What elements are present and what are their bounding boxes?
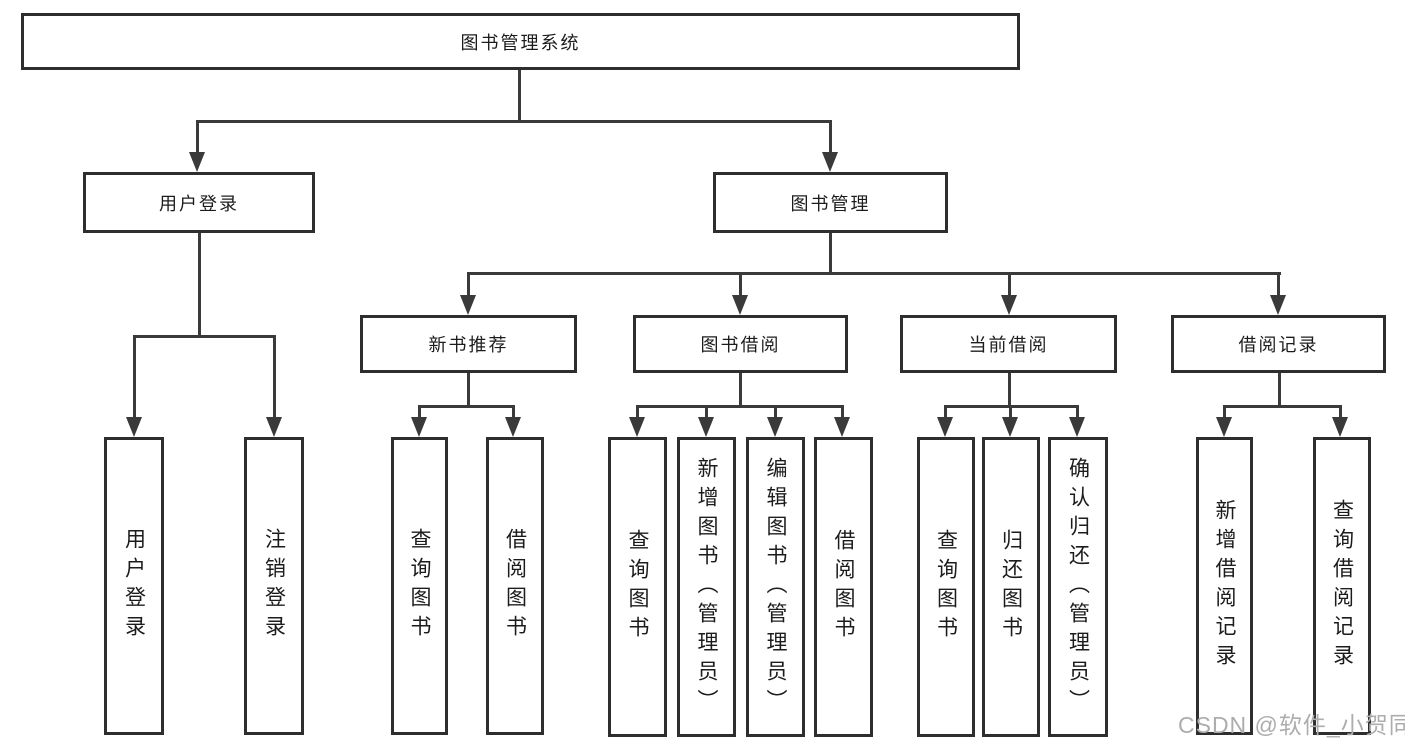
- leaf-user-login: 用户登录: [104, 437, 164, 735]
- connector-segment: [829, 233, 832, 272]
- connector-segment: [1008, 373, 1011, 405]
- node-new-book-recommend: 新书推荐: [360, 315, 577, 373]
- arrowhead-down-icon: [505, 417, 521, 437]
- arrowhead-down-icon: [1001, 295, 1017, 315]
- arrowhead-down-icon: [411, 417, 427, 437]
- connector-segment: [944, 405, 947, 422]
- leaf-confirm-return-admin: 确认归还（管理员）: [1048, 437, 1108, 737]
- connector-segment: [1277, 272, 1280, 300]
- leaf-logout: 注销登录: [244, 437, 304, 735]
- leaf-borrow-book-recommend-label: 借阅图书: [503, 528, 527, 644]
- leaf-add-book-admin-label: 新增图书（管理员）: [695, 456, 718, 718]
- arrowhead-down-icon: [732, 295, 748, 315]
- leaf-borrow-book: 借阅图书: [814, 437, 873, 737]
- connector-segment: [198, 233, 201, 335]
- connector-segment: [1339, 405, 1342, 422]
- connector-segment: [829, 120, 832, 160]
- node-root-label: 图书管理系统: [460, 32, 581, 53]
- leaf-query-book-current-label: 查询图书: [934, 529, 958, 645]
- connector-segment: [467, 272, 470, 300]
- connector-segment: [1278, 373, 1281, 405]
- leaf-add-borrow-record-label: 新增借阅记录: [1213, 499, 1236, 673]
- connector-segment: [774, 405, 777, 422]
- arrowhead-down-icon: [1002, 417, 1018, 437]
- leaf-user-login-label: 用户登录: [122, 528, 146, 644]
- arrowhead-down-icon: [1332, 417, 1348, 437]
- arrowhead-down-icon: [698, 417, 714, 437]
- connector-segment: [467, 272, 1281, 275]
- connector-segment: [1223, 405, 1342, 408]
- leaf-borrow-book-recommend: 借阅图书: [486, 437, 544, 735]
- arrowhead-down-icon: [822, 152, 838, 172]
- arrowhead-down-icon: [767, 417, 783, 437]
- leaf-query-borrow-record: 查询借阅记录: [1313, 437, 1371, 735]
- connector-segment: [1009, 405, 1012, 422]
- leaf-query-book-borrow: 查询图书: [608, 437, 667, 737]
- node-root: 图书管理系统: [21, 13, 1020, 70]
- leaf-add-borrow-record: 新增借阅记录: [1196, 437, 1253, 735]
- leaf-logout-label: 注销登录: [262, 528, 286, 644]
- connector-segment: [1076, 405, 1079, 422]
- arrowhead-down-icon: [126, 417, 142, 437]
- leaf-edit-book-admin: 编辑图书（管理员）: [746, 437, 805, 737]
- node-current-borrow-label: 当前借阅: [968, 335, 1049, 355]
- node-book-borrow: 图书借阅: [633, 315, 848, 373]
- connector-segment: [705, 405, 708, 422]
- leaf-query-book-current: 查询图书: [917, 437, 975, 737]
- leaf-return-book-label: 归还图书: [999, 529, 1023, 645]
- csdn-watermark: CSDN @软件_小贺同学: [1178, 712, 1405, 738]
- node-book-management-label: 图书管理: [790, 193, 871, 214]
- arrowhead-down-icon: [189, 152, 205, 172]
- arrowhead-down-icon: [834, 417, 850, 437]
- node-borrow-record: 借阅记录: [1171, 315, 1386, 373]
- arrowhead-down-icon: [1069, 417, 1085, 437]
- connector-segment: [196, 120, 832, 123]
- node-new-book-recommend-label: 新书推荐: [428, 335, 509, 355]
- connector-segment: [841, 405, 844, 422]
- connector-segment: [418, 405, 515, 408]
- arrowhead-down-icon: [937, 417, 953, 437]
- node-borrow-record-label: 借阅记录: [1238, 335, 1319, 355]
- connector-segment: [739, 373, 742, 405]
- connector-segment: [739, 272, 742, 300]
- leaf-query-book-borrow-label: 查询图书: [626, 529, 649, 645]
- connector-segment: [273, 335, 276, 422]
- node-book-borrow-label: 图书借阅: [700, 335, 781, 355]
- arrowhead-down-icon: [629, 417, 645, 437]
- leaf-confirm-return-admin-label: 确认归还（管理员）: [1066, 456, 1090, 718]
- connector-segment: [196, 120, 199, 160]
- connector-segment: [636, 405, 639, 422]
- leaf-edit-book-admin-label: 编辑图书（管理员）: [764, 456, 787, 718]
- node-user-login-label: 用户登录: [159, 193, 239, 214]
- leaf-query-book-recommend-label: 查询图书: [408, 528, 431, 644]
- connector-segment: [1223, 405, 1226, 422]
- leaf-query-book-recommend: 查询图书: [391, 437, 448, 735]
- arrowhead-down-icon: [266, 417, 282, 437]
- connector-segment: [1008, 272, 1011, 300]
- node-current-borrow: 当前借阅: [900, 315, 1117, 373]
- connector-segment: [133, 335, 276, 338]
- connector-segment: [512, 405, 515, 422]
- leaf-add-book-admin: 新增图书（管理员）: [677, 437, 736, 737]
- arrowhead-down-icon: [1216, 417, 1232, 437]
- arrowhead-down-icon: [460, 295, 476, 315]
- connector-segment: [636, 405, 844, 408]
- leaf-query-borrow-record-label: 查询借阅记录: [1330, 499, 1354, 673]
- node-book-management: 图书管理: [713, 172, 948, 233]
- arrowhead-down-icon: [1270, 295, 1286, 315]
- connector-segment: [518, 70, 521, 120]
- leaf-borrow-book-label: 借阅图书: [832, 529, 855, 645]
- leaf-return-book: 归还图书: [982, 437, 1040, 737]
- connector-segment: [467, 373, 470, 405]
- connector-segment: [133, 335, 136, 422]
- connector-segment: [418, 405, 421, 422]
- node-user-login: 用户登录: [83, 172, 315, 233]
